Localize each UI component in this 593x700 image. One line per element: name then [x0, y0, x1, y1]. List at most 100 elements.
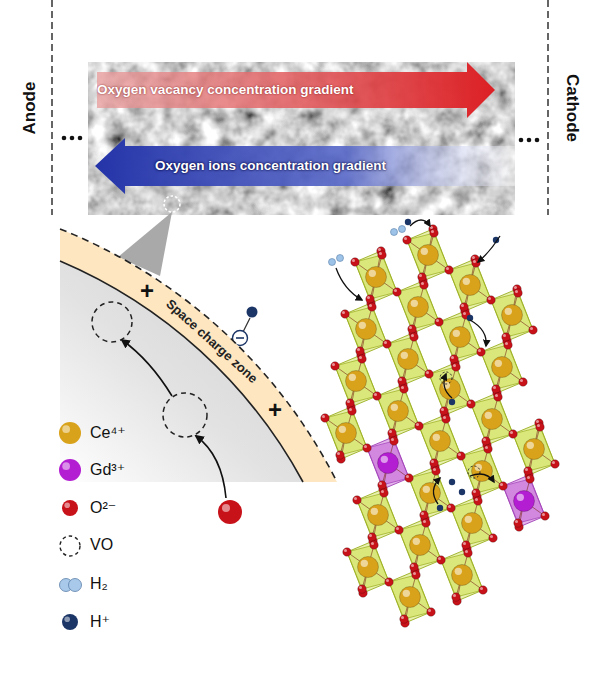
electrode-line	[547, 0, 549, 215]
highlight	[514, 286, 517, 289]
legend-swatch-svg	[56, 495, 86, 521]
oxygen-atom	[452, 363, 461, 372]
arrow-label: Oxygen ions concentration gradient	[155, 146, 386, 186]
octahedron	[441, 553, 483, 597]
oxygen-atom	[472, 489, 481, 498]
electrode-label: Cathode	[562, 74, 582, 142]
octahedron	[481, 341, 523, 393]
gd-atom	[378, 453, 399, 474]
oxygen-atom	[435, 318, 444, 327]
highlight	[537, 424, 540, 427]
oxygen-atom	[464, 549, 473, 558]
ce-atom	[482, 409, 503, 430]
highlight	[431, 230, 434, 233]
oxygen-atom	[519, 378, 528, 387]
oxygen-atom	[400, 615, 409, 624]
ce-atom	[366, 267, 387, 288]
octahedron	[471, 393, 513, 445]
highlight	[530, 327, 533, 330]
highlight	[364, 445, 367, 448]
ce-atom	[400, 587, 421, 608]
transfer-line	[243, 318, 250, 332]
octahedron	[377, 385, 419, 437]
octahedron	[345, 303, 387, 355]
vacancy-symbol	[468, 466, 480, 478]
space-charge-band: Space charge zone	[55, 225, 345, 487]
oxygen-atom	[526, 475, 535, 484]
legend-swatch	[59, 459, 81, 481]
oxygen-atom	[425, 370, 434, 379]
oxygen-atom	[489, 534, 498, 543]
ce-atom	[492, 357, 513, 378]
highlight	[394, 289, 397, 292]
oxygen-atom	[420, 281, 429, 290]
node-shape	[55, 225, 345, 487]
highlight	[379, 482, 382, 485]
oxygen-atom	[368, 303, 377, 312]
octahedron	[461, 449, 503, 493]
octahedron	[439, 311, 481, 363]
highlight	[433, 468, 436, 471]
oxygen-atom	[487, 296, 496, 305]
oxygen-atom	[353, 496, 362, 505]
octahedron	[449, 263, 491, 307]
proton	[437, 505, 443, 511]
highlight	[500, 483, 503, 486]
oxygen-atom	[370, 541, 379, 550]
arrow-label: Oxygen vacancy concentration gradient	[97, 72, 354, 108]
highlight	[443, 416, 446, 419]
octahedron	[357, 493, 399, 537]
oxygen-atom	[356, 347, 365, 356]
highlight	[396, 527, 399, 530]
highlight	[515, 520, 518, 523]
octahedron	[471, 397, 513, 441]
highlight	[515, 290, 518, 293]
arrow-shape	[97, 62, 495, 118]
vacancy-symbol	[60, 536, 80, 556]
highlight	[472, 256, 475, 259]
oxygen-atom	[405, 474, 414, 483]
highlight	[332, 363, 335, 366]
octahedron	[387, 333, 429, 385]
oxygen-atom	[410, 333, 419, 342]
oxygen-atom	[536, 423, 545, 432]
highlight	[349, 374, 356, 381]
highlight	[389, 430, 392, 433]
highlight	[411, 300, 418, 307]
highlight	[357, 348, 360, 351]
legend-swatch-svg	[56, 572, 86, 598]
oxygen-atom	[514, 289, 523, 298]
oxygen-atom	[378, 251, 387, 260]
octahedron	[357, 489, 399, 541]
octahedron	[449, 259, 491, 311]
octahedron	[451, 497, 493, 549]
oxygen-atom	[321, 414, 330, 423]
highlight	[483, 438, 486, 441]
grain-marker	[164, 196, 180, 212]
highlight	[401, 352, 408, 359]
oxygen-atom	[502, 333, 511, 342]
oxygen-atom	[445, 266, 454, 275]
oxygen-atom	[504, 341, 513, 350]
oxygen-atom	[440, 407, 449, 416]
arrow-shape	[95, 138, 515, 194]
highlight	[411, 334, 414, 337]
highlight	[401, 386, 404, 389]
highlight	[349, 408, 352, 411]
oxygen-atoms	[321, 225, 560, 628]
highlight	[401, 616, 404, 619]
highlight	[352, 259, 355, 262]
octahedron	[347, 545, 389, 589]
reaction-arrow	[410, 220, 430, 226]
legend-text: H₂	[90, 575, 108, 593]
highlight	[428, 609, 431, 612]
highlight	[379, 252, 382, 255]
ce-atom	[460, 275, 481, 296]
oxygen-atom	[472, 259, 481, 268]
charge-sign: +	[268, 396, 282, 424]
oxygen-atom	[514, 519, 523, 528]
legend-swatch-svg	[56, 420, 86, 446]
legend-text: Ce⁴⁺	[90, 423, 126, 442]
oxygen-atom	[346, 399, 355, 408]
